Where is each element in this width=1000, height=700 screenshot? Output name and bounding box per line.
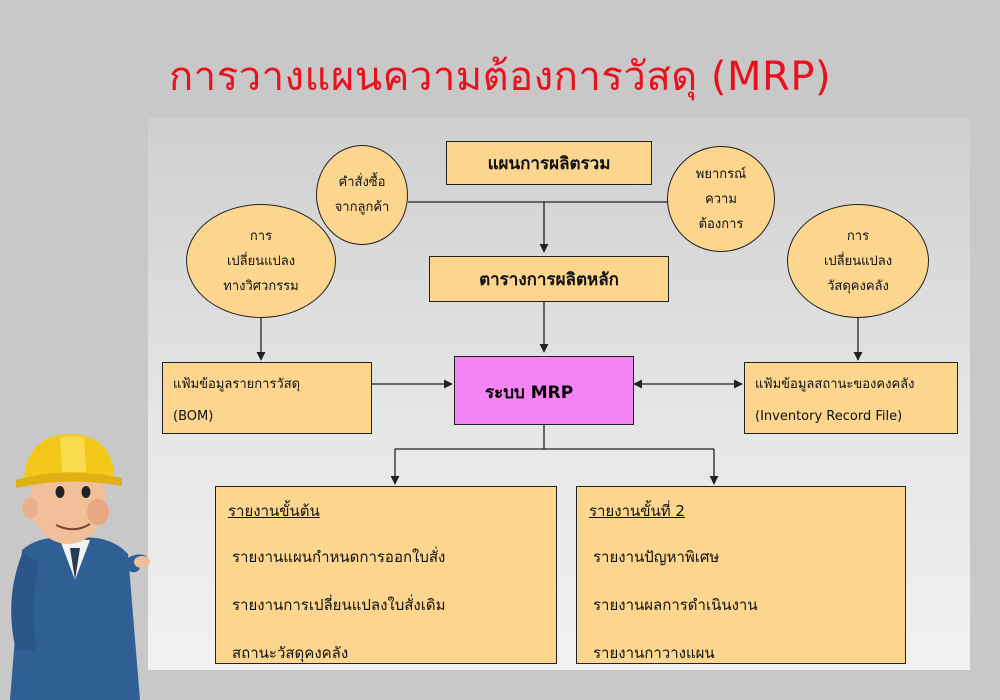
mrp-system-label: ระบบ MRP — [485, 383, 574, 403]
master-schedule-label: ตารางการผลิตหลัก — [479, 269, 619, 290]
engineer-mascot-illustration — [10, 434, 150, 700]
secondary-report-box: รายงานขั้นที่ 2 รายงานปัญหาพิเศษ รายงานผ… — [576, 486, 906, 664]
inventory-file-box: แฟ้มข้อมูลสถานะของคงคลัง (Inventory Reco… — [744, 362, 958, 434]
customer-order-line-1: คำสั่งซื้อ — [338, 175, 386, 190]
master-plan-label: แผนการผลิตรวม — [487, 153, 611, 174]
bom-file-box: แฟ้มข้อมูลรายการวัสดุ (BOM) — [162, 362, 372, 434]
forecast-line-1: พยากรณ์ — [695, 166, 747, 182]
inventory-change-circle: การ เปลี่ยนแปลง วัสดุคงคลัง — [787, 204, 929, 318]
forecast-line-2: ความ — [705, 191, 737, 207]
master-schedule-box: ตารางการผลิตหลัก — [429, 256, 669, 302]
primary-report-heading: รายงานขั้นต้น — [228, 502, 320, 520]
engineering-change-line-1: การ — [249, 228, 273, 244]
engineering-change-line-3: ทางวิศวกรรม — [223, 278, 299, 294]
customer-order-line-2: จากลูกค้า — [334, 200, 390, 215]
primary-report-item: รายงานแผนกำหนดการออกใบสั่ง — [232, 548, 446, 566]
primary-report-item: รายงานการเปลี่ยนแปลงใบสั่งเดิม — [232, 596, 446, 614]
inventory-change-line-2: เปลี่ยนแปลง — [823, 253, 893, 269]
secondary-report-item: รายงานปัญหาพิเศษ — [593, 548, 720, 566]
secondary-report-item: รายงานกาวางแผน — [593, 644, 715, 662]
bom-file-line-1: แฟ้มข้อมูลรายการวัสดุ — [173, 377, 301, 392]
page-title: การวางแผนความต้องการวัสดุ (MRP) — [168, 54, 832, 100]
inventory-change-line-1: การ — [846, 228, 870, 244]
inventory-change-line-3: วัสดุคงคลัง — [827, 278, 889, 294]
engineering-change-line-2: เปลี่ยนแปลง — [226, 253, 296, 269]
forecast-circle: พยากรณ์ ความ ต้องการ — [667, 146, 775, 252]
engineering-change-circle: การ เปลี่ยนแปลง ทางวิศวกรรม — [186, 204, 336, 318]
primary-report-item: สถานะวัสดุคงคลัง — [232, 644, 349, 662]
secondary-report-heading: รายงานขั้นที่ 2 — [589, 502, 685, 520]
forecast-line-3: ต้องการ — [698, 216, 744, 232]
inventory-file-line-2: (Inventory Record File) — [755, 409, 903, 424]
bom-file-line-2: (BOM) — [173, 409, 214, 424]
primary-report-box: รายงานขั้นต้น รายงานแผนกำหนดการออกใบสั่ง… — [215, 486, 557, 664]
mrp-system-box: ระบบ MRP — [454, 356, 634, 425]
inventory-file-line-1: แฟ้มข้อมูลสถานะของคงคลัง — [755, 377, 915, 392]
master-plan-box: แผนการผลิตรวม — [446, 141, 652, 185]
customer-order-circle: คำสั่งซื้อ จากลูกค้า — [316, 145, 408, 245]
secondary-report-item: รายงานผลการดำเนินงาน — [593, 596, 758, 614]
